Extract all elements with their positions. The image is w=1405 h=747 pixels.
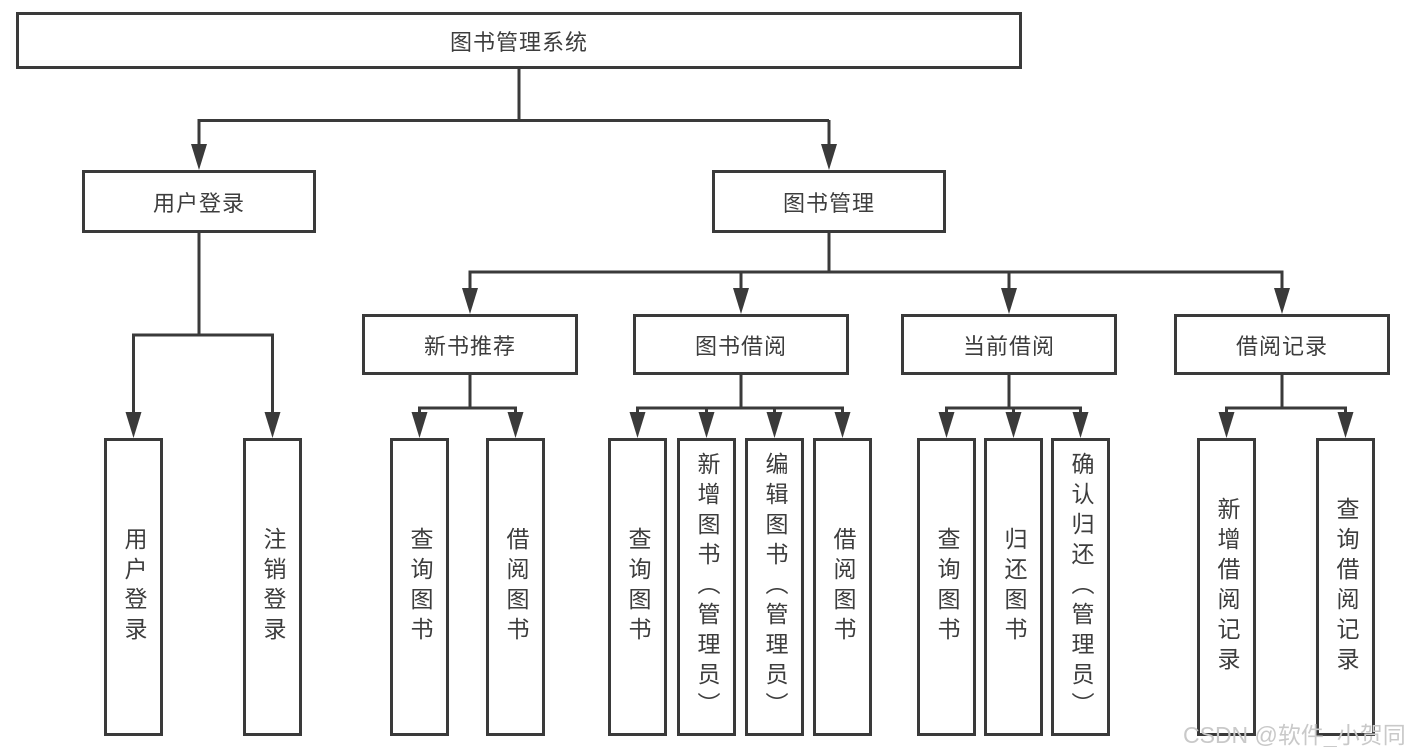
arrowhead [834, 412, 851, 438]
leaf-confirm-return-admin-label: 确认归还（管理员） [1068, 452, 1094, 722]
arrowhead [191, 144, 207, 170]
node-new-book-recommend-label: 新书推荐 [423, 333, 516, 359]
arrowhead [264, 412, 281, 438]
leaf-newbook-query-books-label: 查询图书 [407, 527, 433, 647]
arrowhead [1001, 288, 1017, 314]
connector-borrowrecord-to-leaves [1225, 375, 1347, 420]
leaf-newbook-query-books: 查询图书 [390, 438, 449, 736]
arrowhead [821, 144, 837, 170]
leaf-query-borrow-record: 查询借阅记录 [1316, 438, 1375, 736]
node-new-book-recommend: 新书推荐 [362, 314, 578, 375]
node-current-borrow: 当前借阅 [901, 314, 1117, 375]
leaf-add-borrow-record-label: 新增借阅记录 [1214, 497, 1240, 677]
leaf-newbook-borrow-books-label: 借阅图书 [503, 527, 529, 647]
arrowhead [1072, 412, 1089, 438]
arrowhead [1005, 412, 1022, 438]
connector-newbook-to-leaves [418, 375, 517, 420]
arrowhead [125, 412, 142, 438]
arrowhead [1337, 412, 1354, 438]
node-borrow-record: 借阅记录 [1174, 314, 1390, 375]
leaf-edit-books-admin: 编辑图书（管理员） [745, 438, 804, 736]
watermark: CSDN @软件_小贺同学 [1183, 722, 1405, 747]
leaf-user-login: 用户登录 [104, 438, 163, 736]
leaf-query-borrow-record-label: 查询借阅记录 [1333, 497, 1359, 677]
connector-userlogin-to-leaves [132, 233, 274, 420]
arrowhead [698, 412, 715, 438]
arrowhead [507, 412, 524, 438]
arrowhead [462, 288, 478, 314]
node-root: 图书管理系统 [16, 12, 1022, 69]
leaf-borrow-books-label: 借阅图书 [830, 527, 856, 647]
leaf-borrow-books: 借阅图书 [813, 438, 872, 736]
node-book-borrow: 图书借阅 [633, 314, 849, 375]
node-user-login-label: 用户登录 [152, 190, 245, 216]
leaf-add-books-admin: 新增图书（管理员） [677, 438, 736, 736]
leaf-logout: 注销登录 [243, 438, 302, 736]
leaf-borrow-query-books: 查询图书 [608, 438, 667, 736]
arrowhead [1274, 288, 1290, 314]
arrowhead [766, 412, 783, 438]
node-book-management-label: 图书管理 [782, 190, 875, 216]
leaf-add-borrow-record: 新增借阅记录 [1197, 438, 1256, 736]
leaf-user-login-label: 用户登录 [121, 527, 147, 647]
leaf-newbook-borrow-books: 借阅图书 [486, 438, 545, 736]
connector-bookborrow-to-leaves [636, 375, 844, 420]
leaf-current-query-books: 查询图书 [917, 438, 976, 736]
node-root-label: 图书管理系统 [449, 29, 588, 55]
connector-root-to-level2 [197, 69, 831, 150]
node-user-login: 用户登录 [82, 170, 316, 233]
arrowhead [938, 412, 955, 438]
connector-currentborrow-to-leaves [945, 375, 1082, 420]
arrowhead [1218, 412, 1235, 438]
node-current-borrow-label: 当前借阅 [962, 333, 1055, 359]
arrowhead [629, 412, 646, 438]
connector-bookmgmt-to-level3 [468, 233, 1284, 294]
leaf-return-books: 归还图书 [984, 438, 1043, 736]
node-book-management: 图书管理 [712, 170, 946, 233]
leaf-borrow-query-books-label: 查询图书 [625, 527, 651, 647]
arrowhead [733, 288, 749, 314]
leaf-current-query-books-label: 查询图书 [934, 527, 960, 647]
arrowhead [411, 412, 428, 438]
node-book-borrow-label: 图书借阅 [694, 333, 787, 359]
node-borrow-record-label: 借阅记录 [1235, 333, 1328, 359]
leaf-return-books-label: 归还图书 [1001, 527, 1027, 647]
leaf-edit-books-admin-label: 编辑图书（管理员） [762, 452, 788, 722]
leaf-add-books-admin-label: 新增图书（管理员） [694, 452, 720, 722]
leaf-confirm-return-admin: 确认归还（管理员） [1051, 438, 1110, 736]
leaf-logout-label: 注销登录 [260, 527, 286, 647]
